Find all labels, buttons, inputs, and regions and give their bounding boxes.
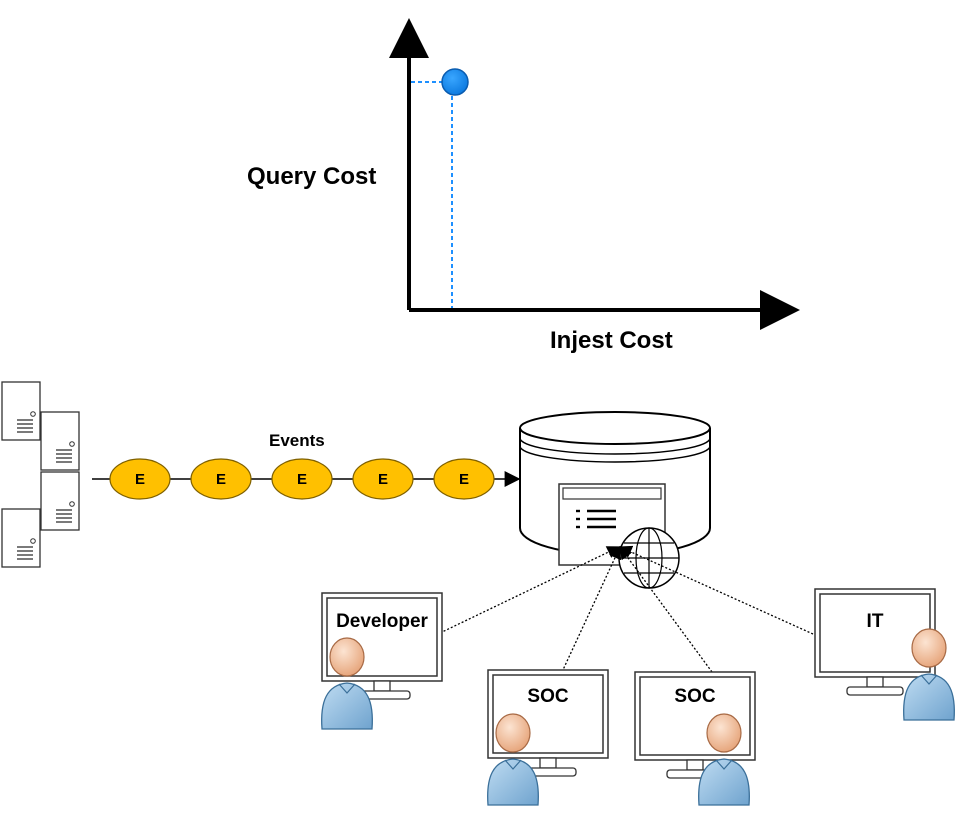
event-stream: Events E E E E E: [92, 431, 521, 500]
server-icon: [40, 411, 80, 471]
user-label: IT: [867, 611, 884, 632]
connection-soc-2: [619, 545, 713, 673]
user-connections: [439, 545, 814, 673]
event-node: E: [433, 458, 495, 500]
connection-developer: [439, 546, 621, 634]
event-ellipse: [271, 458, 333, 500]
web-app-icon: [558, 483, 666, 566]
x-axis-label: Injest Cost: [550, 327, 673, 354]
y-axis-label: Query Cost: [247, 163, 376, 190]
connection-soc-1: [561, 545, 621, 673]
event-node: E: [190, 458, 252, 500]
server-icon: [1, 508, 41, 568]
event-node: E: [109, 458, 171, 500]
event-label: E: [459, 471, 469, 488]
user-label: SOC: [527, 686, 568, 707]
server-icon: [1, 381, 41, 441]
event-ellipse: [109, 458, 171, 500]
globe-icon: [618, 527, 680, 589]
user-it: IT: [814, 588, 955, 721]
cost-chart: Query Cost Injest Cost: [247, 18, 800, 354]
event-ellipse: [190, 458, 252, 500]
cost-point: [441, 68, 469, 96]
connection-it: [618, 545, 814, 635]
user-soc-1: SOC: [487, 669, 609, 806]
user-label: Developer: [336, 611, 428, 632]
server-icon: [40, 471, 80, 531]
event-label: E: [297, 471, 307, 488]
event-node: E: [352, 458, 414, 500]
events-label: Events: [269, 431, 325, 450]
event-label: E: [135, 471, 145, 488]
event-label: E: [378, 471, 388, 488]
event-node: E: [271, 458, 333, 500]
event-label: E: [216, 471, 226, 488]
server-cluster: [1, 381, 80, 568]
user-soc-2: SOC: [634, 671, 756, 806]
user-label: SOC: [674, 686, 715, 707]
event-ellipse: [352, 458, 414, 500]
event-ellipse: [433, 458, 495, 500]
user-developer: Developer: [321, 592, 443, 730]
